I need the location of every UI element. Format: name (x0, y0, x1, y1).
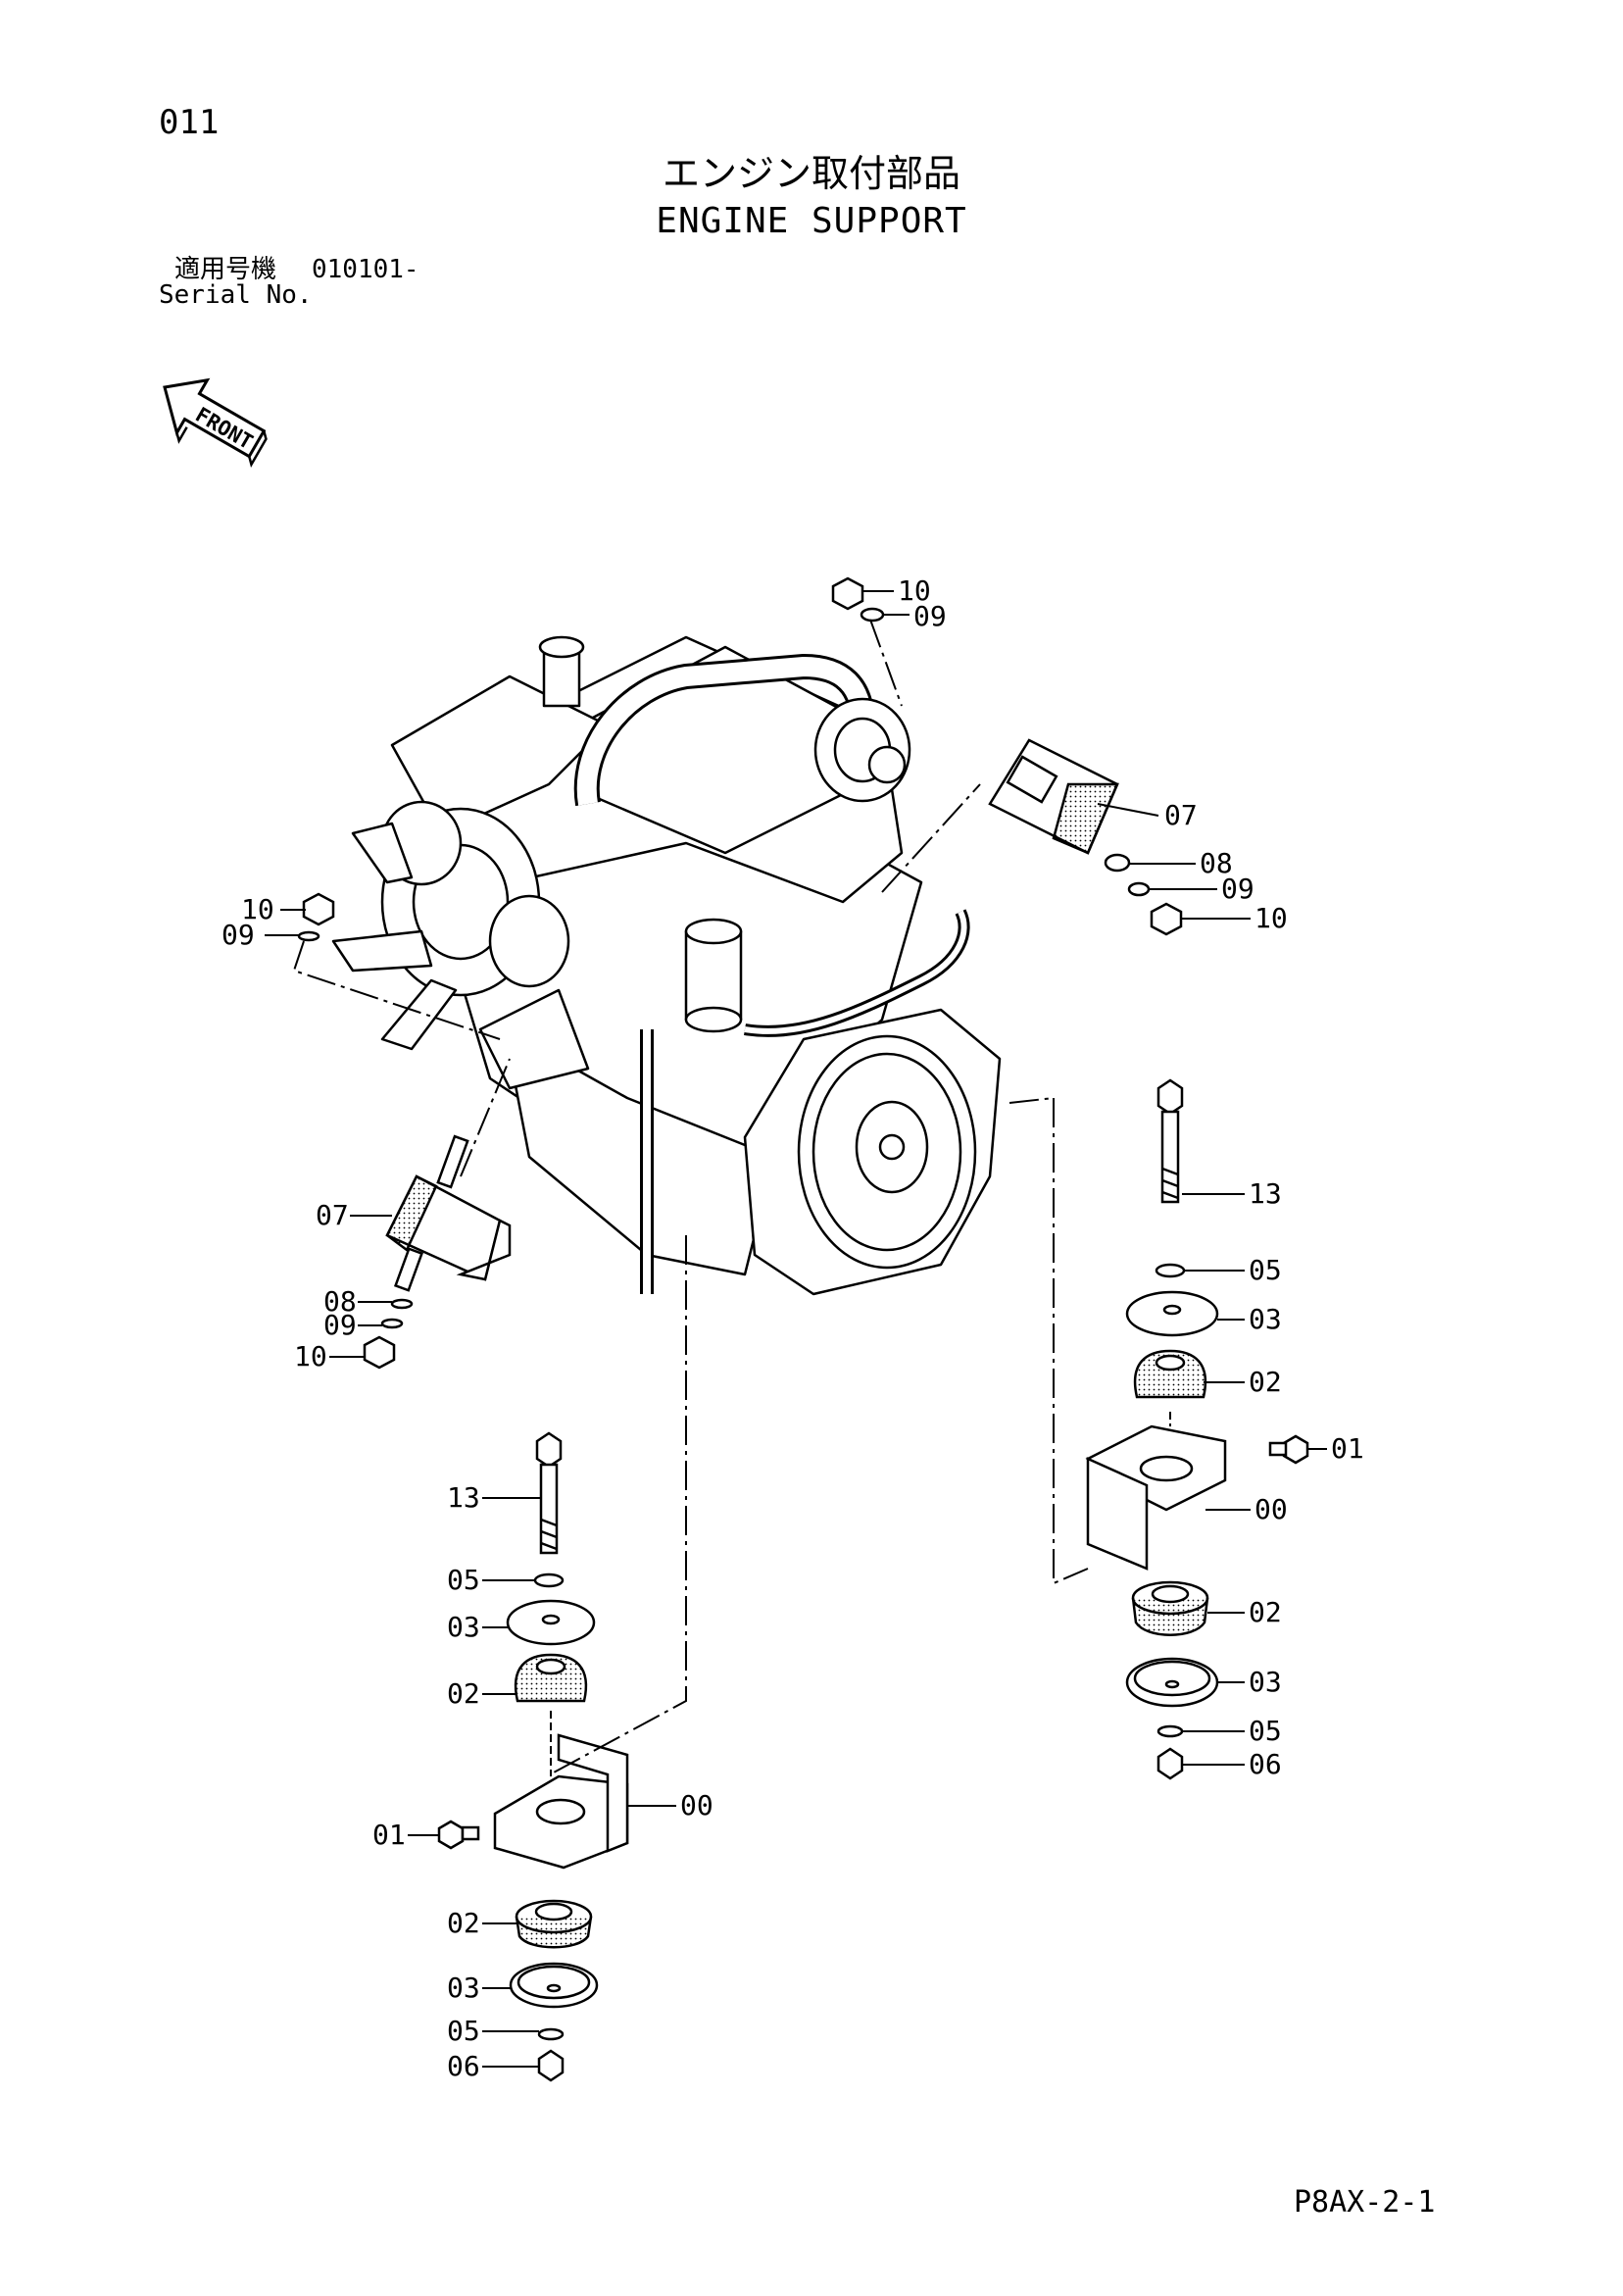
callout-washer-05: 05 (447, 1564, 480, 1596)
callout-plate-03: 03 (1249, 1666, 1282, 1698)
page-title-japanese: エンジン取付部品 (662, 152, 960, 195)
engine-mount-rubber-left (385, 1134, 512, 1292)
callout-nut-06: 06 (1249, 1748, 1282, 1780)
callout-washer-09: 09 (221, 919, 255, 951)
page-title-english: ENGINE SUPPORT (656, 201, 967, 241)
callout-bolt-13: 13 (1249, 1177, 1282, 1210)
callout-washer-08: 08 (1200, 847, 1233, 879)
callout-bracket-00: 00 (1254, 1493, 1288, 1525)
callout-rubber-02: 02 (1249, 1366, 1282, 1398)
serial-label-japanese: 適用号機 (174, 255, 277, 284)
callout-nut-10: 10 (898, 574, 931, 607)
serial-number-value: 010101- (312, 255, 419, 284)
callout-rubber-02: 02 (1249, 1596, 1282, 1628)
page-number: 011 (159, 103, 220, 142)
assembly-lines (292, 619, 1171, 1776)
callout-plate-03: 03 (1249, 1303, 1282, 1335)
callout-washer-05: 05 (1249, 1715, 1282, 1747)
callout-washer-09: 09 (323, 1309, 357, 1341)
callout-washer-09: 09 (913, 600, 947, 632)
callout-nut-10: 10 (1254, 902, 1288, 934)
callout-rubber-02: 02 (447, 1907, 480, 1939)
engine-mount-rubber-right (988, 738, 1119, 855)
callout-washer-05: 05 (447, 2015, 480, 2047)
serial-label-english: Serial No. (159, 280, 313, 310)
callout-rubber-02: 02 (447, 1677, 480, 1710)
engine-assembly-illustration (331, 635, 1002, 1296)
leader-lines (265, 590, 1327, 2068)
callout-washer-08: 08 (323, 1285, 357, 1318)
callout-nut-10: 10 (294, 1340, 327, 1373)
callout-bolt-13: 13 (447, 1481, 480, 1514)
mount-stack-right (1085, 1078, 1309, 1780)
callout-nut-10: 10 (241, 893, 274, 925)
callout-nut-06: 06 (447, 2050, 480, 2082)
callout-plate-03: 03 (447, 1972, 480, 2004)
callout-plate-03: 03 (447, 1611, 480, 1643)
callout-rubber-07: 07 (1164, 799, 1198, 831)
front-arrow-icon: FRONT (163, 377, 268, 469)
callout-bracket-00: 00 (680, 1789, 713, 1822)
mount-stack-left (437, 1431, 629, 2082)
callout-washer-09: 09 (1221, 873, 1254, 905)
callout-washer-05: 05 (1249, 1254, 1282, 1286)
callout-rubber-07: 07 (316, 1199, 349, 1231)
callout-bolt-01: 01 (372, 1819, 406, 1851)
figure-code: P8AX-2-1 (1294, 2185, 1436, 2220)
callout-labels: 10 09 07 08 09 10 10 09 07 08 09 10 13 0… (221, 574, 1364, 2082)
callout-bolt-01: 01 (1331, 1432, 1364, 1465)
